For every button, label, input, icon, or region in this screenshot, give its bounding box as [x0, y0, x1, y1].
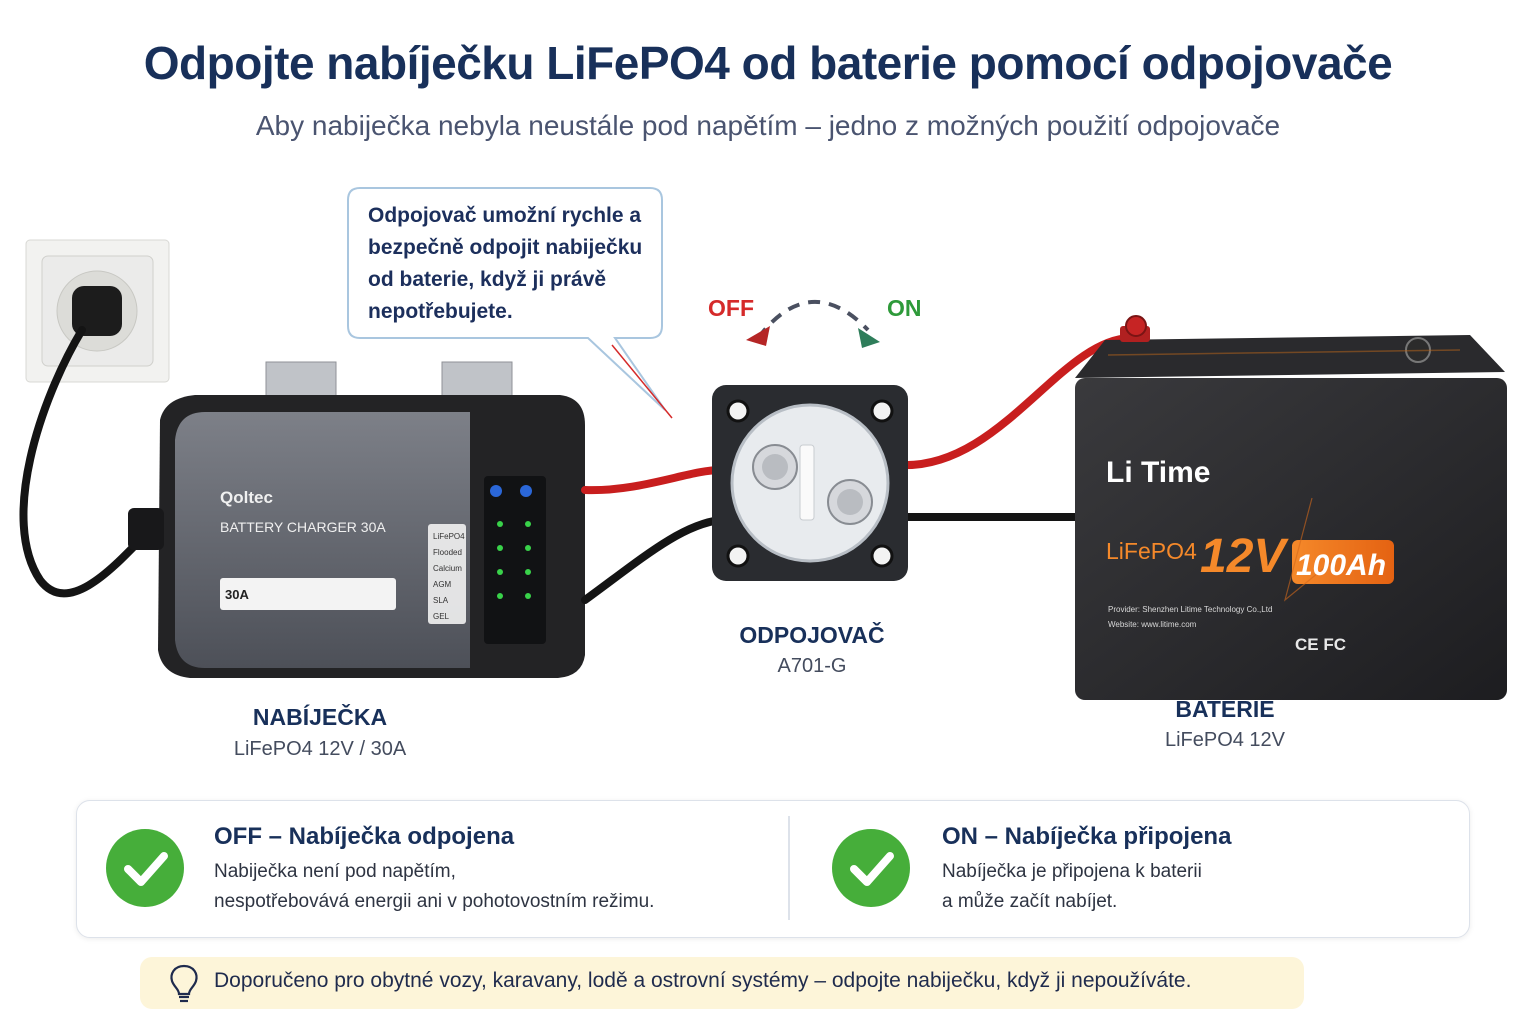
tip-text: Doporučeno pro obytné vozy, karavany, lo…	[214, 969, 1192, 992]
tip-bar	[140, 957, 1304, 1009]
callout-pointer-line	[611, 344, 673, 419]
charger-model-text: BATTERY CHARGER 30A	[220, 519, 386, 535]
callout-line: bezpečně odpojit nabiječku	[368, 236, 643, 259]
battery-label: BATERIE	[1175, 696, 1275, 722]
battery-website: Website: www.litime.com	[1108, 620, 1197, 629]
battery-spec: LiFePO4 12V	[1164, 729, 1286, 751]
off-state-line: nespotřebovává energii ani v pohotovostn…	[214, 891, 655, 912]
charger-mode-3: AGM	[433, 580, 452, 589]
on-state-title: ON – Nabíječka připojena	[942, 823, 1232, 850]
battery-provider: Provider: Shenzhen Litime Technology Co.…	[1108, 605, 1272, 614]
callout-line: Odpojovač umožní rychle a	[368, 204, 642, 227]
battery-certification-marks: CE FC	[1295, 635, 1346, 654]
charger-mode-1: Flooded	[433, 548, 462, 557]
callout-line: od baterie, když ji právě	[368, 268, 607, 291]
battery-chem: LiFePO4	[1106, 538, 1197, 564]
on-state-description: Nabíječka je připojena k baterii a může …	[942, 857, 1202, 917]
battery-device	[1075, 315, 1507, 700]
charger-device	[128, 361, 585, 678]
charger-mode-0: LiFePO4	[433, 532, 465, 541]
wall-socket	[25, 239, 170, 383]
on-label: ON	[887, 295, 922, 321]
off-state-description: Nabiječka není pod napětím, nespotřebová…	[214, 857, 654, 917]
charger-brand: Qoltec	[220, 488, 273, 507]
page-title: Odpojte nabíječku LiFePO4 od baterie pom…	[143, 37, 1393, 89]
callout-line: nepotřebujete.	[368, 300, 513, 323]
lightbulb-icon	[166, 962, 202, 1009]
arrow-head-off	[746, 326, 770, 346]
battery-capacity: 100Ah	[1296, 549, 1386, 582]
disconnector-label: ODPOJOVAČ	[739, 622, 885, 648]
check-icon-on	[832, 829, 910, 907]
battery-brand: Li Time	[1106, 456, 1210, 489]
states-divider	[788, 816, 790, 920]
power-cord	[19, 326, 154, 598]
on-state-line: a může začít nabíjet.	[942, 891, 1118, 912]
charger-spec: LiFePO4 12V / 30A	[233, 738, 407, 760]
off-state-line: Nabiječka není pod napětím,	[214, 861, 456, 882]
charger-mode-5: GEL	[433, 612, 450, 621]
off-state-title: OFF – Nabíječka odpojena	[214, 823, 515, 850]
states-info-box	[76, 800, 1470, 938]
arrow-head-on	[858, 328, 880, 348]
callout-bubble	[347, 187, 666, 411]
off-label: OFF	[708, 295, 754, 321]
disconnector-model: A701-G	[777, 655, 847, 677]
on-state-line: Nabíječka je připojena k baterii	[942, 861, 1202, 882]
check-icon-off	[106, 829, 184, 907]
switch-direction-arrow	[756, 299, 870, 340]
charger-rating: 30A	[225, 587, 249, 602]
battery-voltage: 12V	[1200, 530, 1289, 583]
charger-mode-2: Calcium	[433, 564, 462, 573]
callout-text: Odpojovač umožní rychle a bezpečně odpoj…	[368, 200, 658, 328]
charger-mode-4: SLA	[433, 596, 449, 605]
page-subtitle: Aby nabiječka nebyla neustále pod napětí…	[255, 110, 1281, 141]
charger-label: NABÍJEČKA	[252, 704, 388, 730]
disconnector-device	[712, 385, 908, 581]
